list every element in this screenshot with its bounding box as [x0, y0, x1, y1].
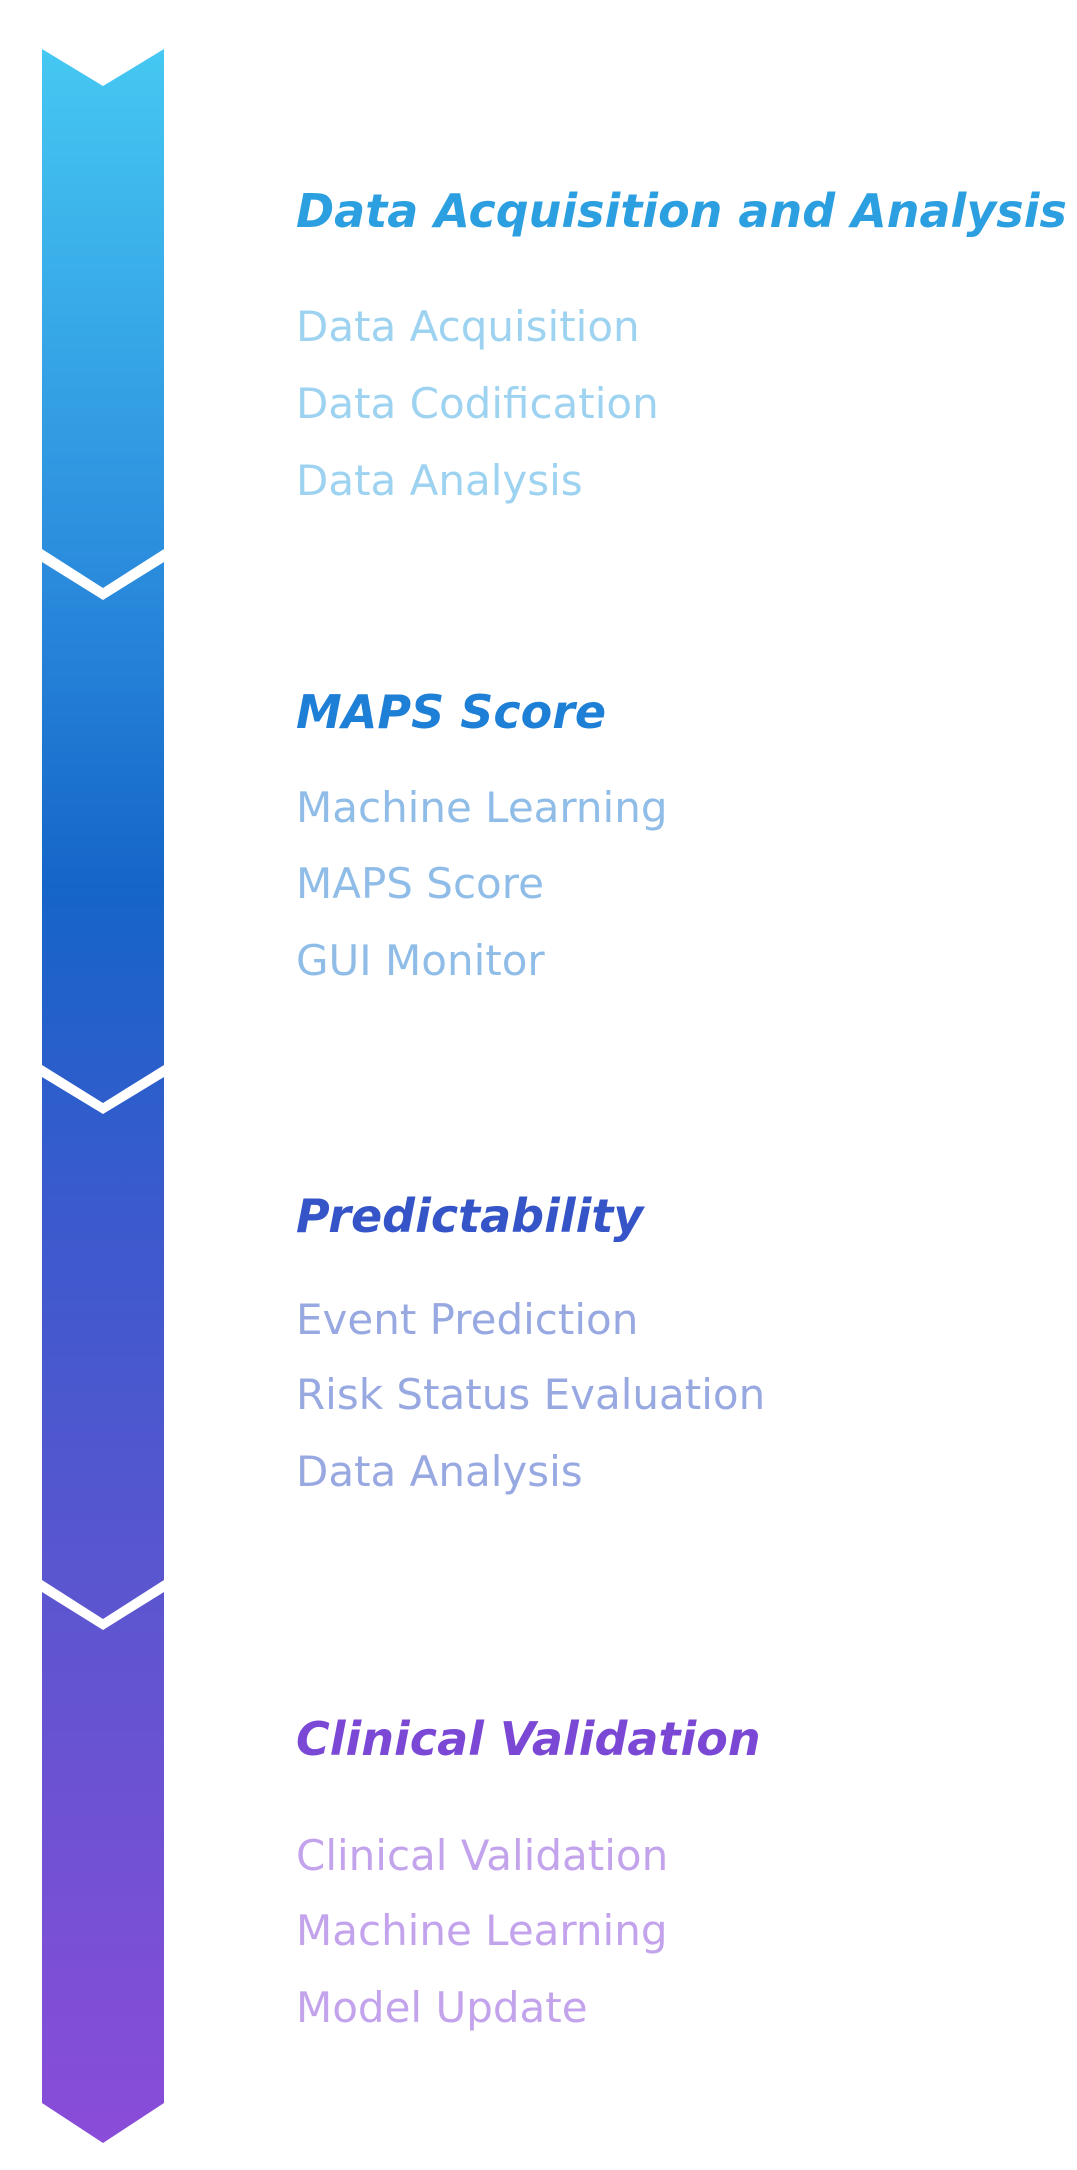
stage-item: Event Prediction: [296, 1295, 639, 1344]
stage-item: Risk Status Evaluation: [296, 1370, 766, 1419]
stage-item: Data Codification: [296, 379, 659, 428]
arrow-segment-1: [42, 49, 164, 588]
stage-item: Data Analysis: [296, 1447, 583, 1496]
arrow-segment-3: [42, 1077, 164, 1619]
arrow-segment-4: [42, 1592, 164, 2143]
stage-item: Data Acquisition: [296, 302, 640, 351]
stage-item: Machine Learning: [296, 783, 668, 832]
stage-title: MAPS Score: [296, 685, 607, 739]
stage-title: Data Acquisition and Analysis: [296, 184, 1067, 238]
stage-item: GUI Monitor: [296, 936, 545, 985]
stage-item: Machine Learning: [296, 1906, 668, 1955]
stage-item: Model Update: [296, 1983, 588, 2032]
arrow-segment-2: [42, 562, 164, 1103]
stage-title: Clinical Validation: [296, 1712, 761, 1766]
stage-title: Predictability: [296, 1189, 644, 1243]
stage-item: Data Analysis: [296, 456, 583, 505]
stage-item: MAPS Score: [296, 859, 544, 908]
stage-item: Clinical Validation: [296, 1831, 669, 1880]
